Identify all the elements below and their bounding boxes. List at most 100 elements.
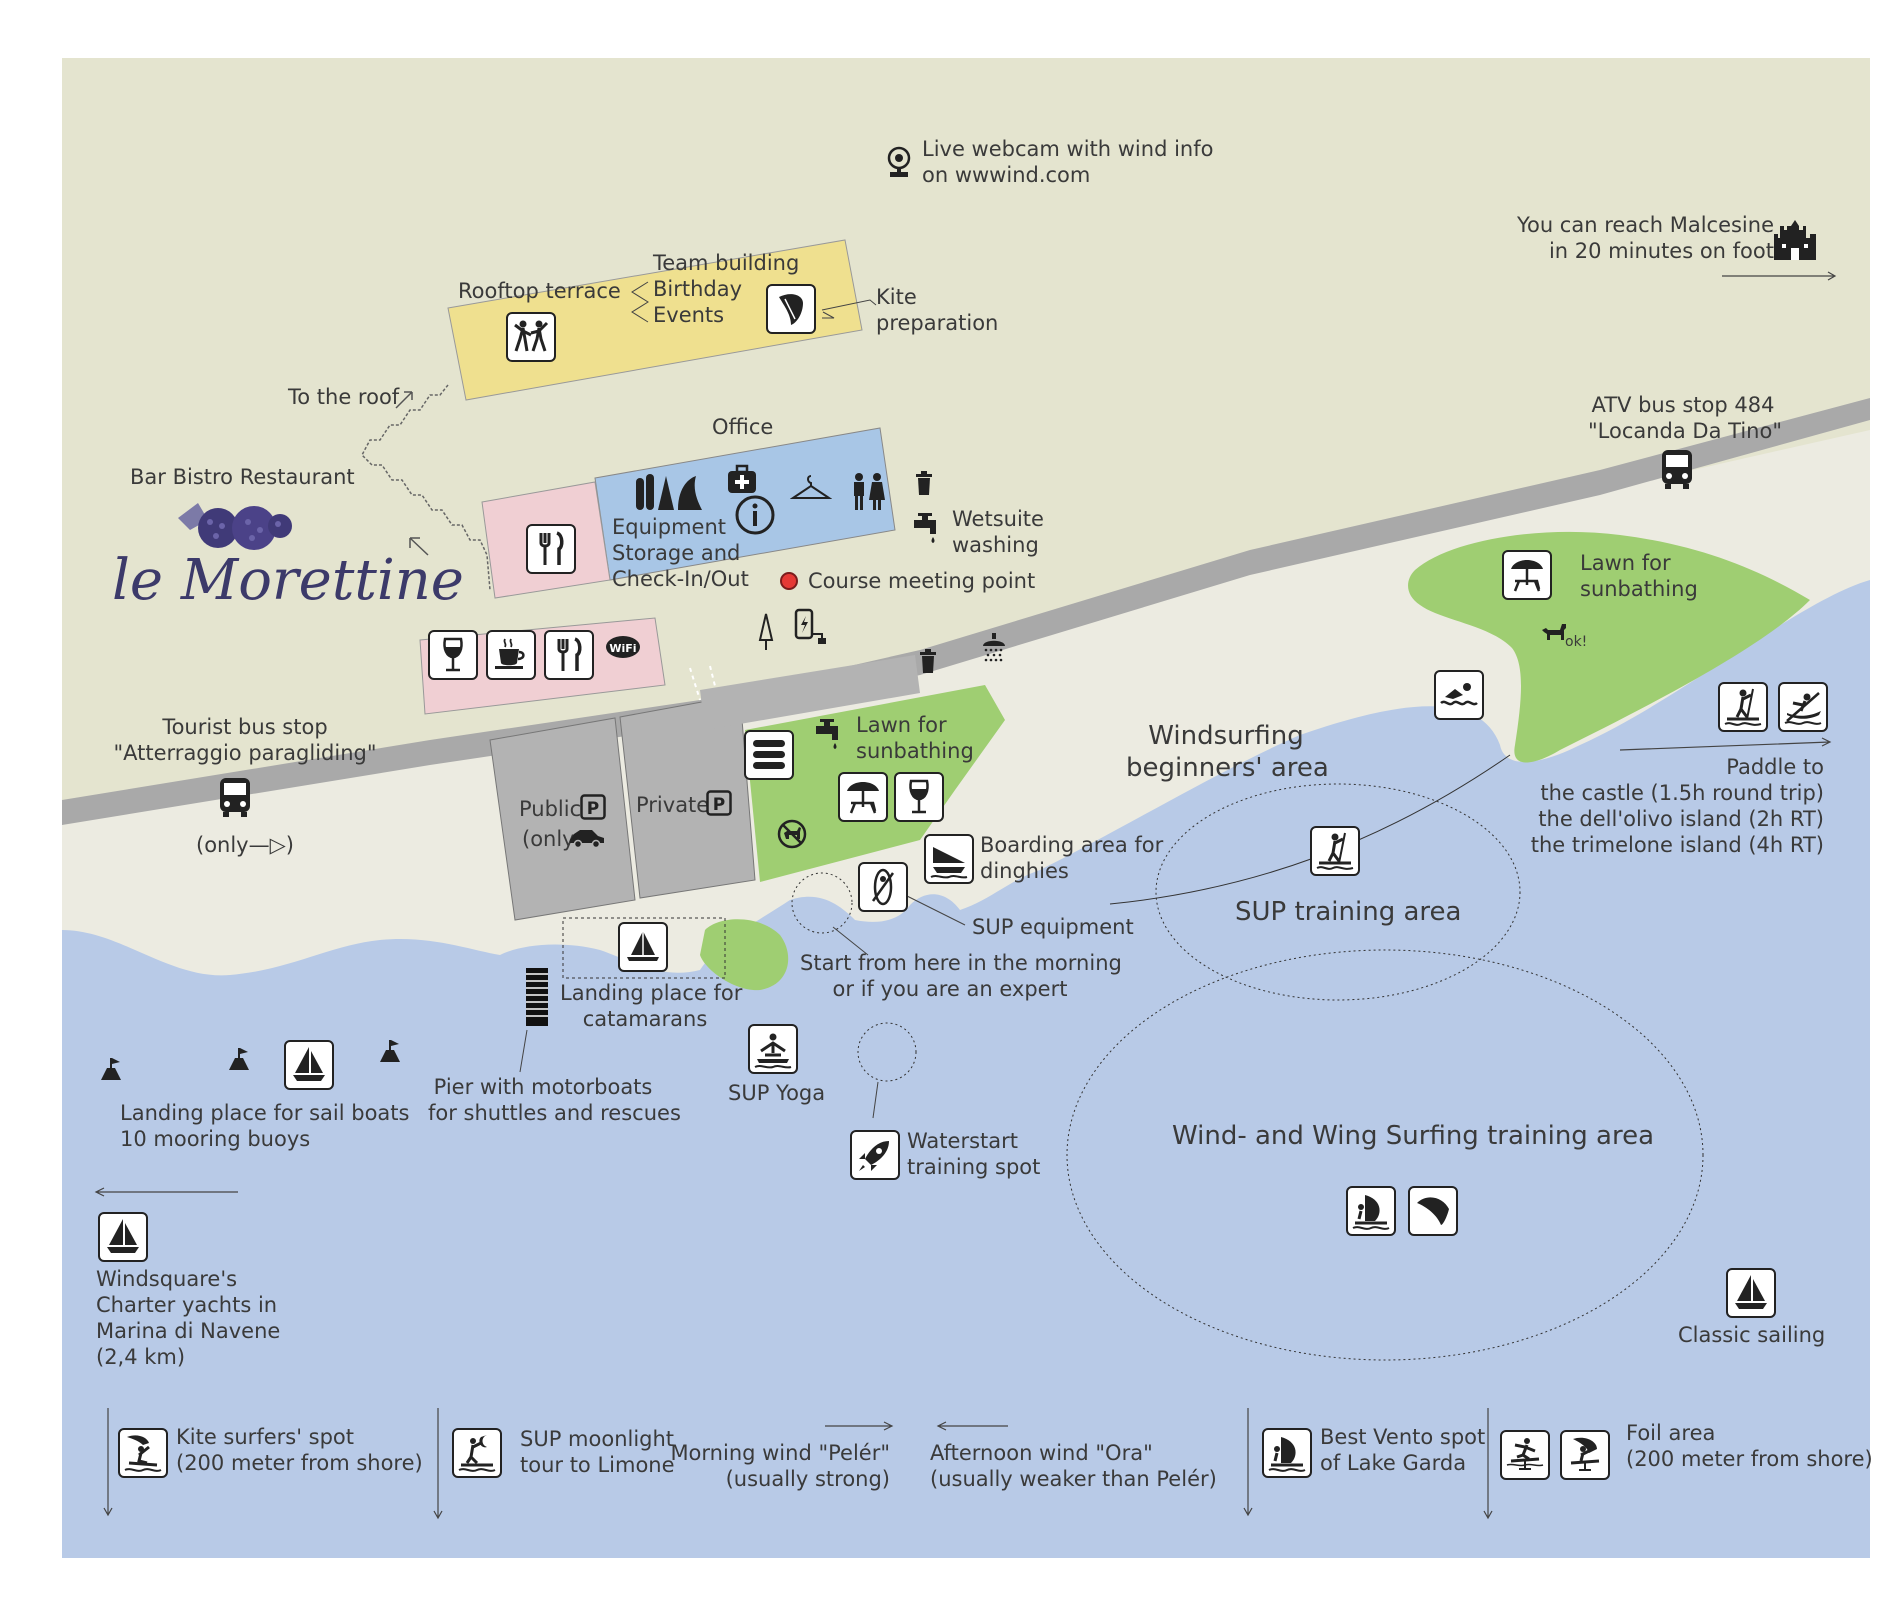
cutlery-icon bbox=[526, 524, 576, 574]
parking-icon: P bbox=[706, 790, 732, 816]
svg-text:P: P bbox=[713, 795, 725, 815]
sup-board-icon bbox=[858, 862, 908, 912]
sail-boats-label: Landing place for sail boats 10 mooring … bbox=[120, 1101, 410, 1151]
moonlight-sup-icon bbox=[452, 1428, 502, 1478]
kite-spot-label: Kite surfers' spot (200 meter from shore… bbox=[176, 1425, 423, 1475]
hanger-icon bbox=[790, 475, 832, 499]
pier-label: Pier with motorboats for shuttles and re… bbox=[428, 1075, 681, 1125]
wine-glass-icon bbox=[428, 630, 478, 680]
charger-icon bbox=[794, 608, 826, 644]
shower-icon bbox=[983, 633, 1005, 662]
sup-icon bbox=[1310, 826, 1360, 876]
malcesine-label: You can reach Malcesine in 20 minutes on… bbox=[1516, 213, 1774, 263]
sup-yoga-icon bbox=[748, 1024, 798, 1074]
public-parking-label: Public bbox=[519, 797, 582, 821]
windsurf-icon bbox=[1346, 1186, 1396, 1236]
webcam-label: Live webcam with wind info on wwwind.com bbox=[922, 137, 1214, 187]
sup-yoga-label: SUP Yoga bbox=[728, 1081, 826, 1105]
restaurant-logo: le Morettine bbox=[112, 548, 464, 613]
dinghy-icon bbox=[924, 834, 974, 884]
webcam-icon bbox=[887, 146, 911, 177]
waterstart-zone bbox=[857, 1022, 917, 1082]
blackberry-logo-icon bbox=[178, 503, 292, 550]
pier bbox=[526, 968, 548, 1026]
strip-near-road bbox=[700, 655, 920, 730]
parasol-icon bbox=[838, 772, 888, 822]
trash-icon bbox=[920, 649, 936, 673]
castle-icon bbox=[1774, 220, 1816, 260]
cutlery-icon bbox=[544, 630, 594, 680]
dancing-people-icon bbox=[506, 312, 556, 362]
leader-lines bbox=[519, 281, 966, 1119]
sup-training-zone bbox=[1155, 783, 1521, 1001]
parking-icon: P bbox=[580, 794, 606, 820]
toilets-icon bbox=[854, 473, 885, 510]
sup-moonlight-label: SUP moonlight tour to Limone bbox=[520, 1427, 675, 1477]
private-parking-label: Private bbox=[636, 793, 710, 817]
windsurf-icon bbox=[1262, 1428, 1312, 1478]
bus-icon bbox=[1662, 450, 1692, 489]
sup-training-label: SUP training area bbox=[1235, 897, 1462, 927]
windsurf-beginners-label: Windsurfing beginners' area bbox=[1126, 721, 1329, 783]
classic-sailing-label: Classic sailing bbox=[1678, 1323, 1826, 1347]
water-tap-icon bbox=[816, 719, 838, 749]
kite-prep-label: Kite preparation bbox=[876, 285, 999, 335]
kite-icon bbox=[766, 284, 816, 334]
stack-icon bbox=[744, 730, 794, 780]
parasol-icon bbox=[1502, 550, 1552, 600]
waterstart-label: Waterstart training spot bbox=[907, 1129, 1041, 1179]
swimming-icon bbox=[1434, 670, 1484, 720]
lake-water bbox=[62, 580, 1870, 1558]
first-aid-icon bbox=[720, 458, 764, 502]
dog-icon bbox=[1542, 624, 1566, 640]
lawn-mid-label: Lawn for sunbathing bbox=[856, 713, 974, 763]
foil-label: Foil area (200 meter from shore) bbox=[1626, 1421, 1873, 1471]
ok-label: ok! bbox=[1565, 634, 1588, 650]
stairs bbox=[361, 384, 491, 591]
morning-wind-label: Morning wind "Pelér" (usually strong) bbox=[670, 1441, 890, 1491]
windsquare-label: Windsquare's Charter yachts in Marina di… bbox=[96, 1267, 281, 1369]
roof-arrow bbox=[395, 391, 413, 409]
hydrofoil-icon bbox=[1500, 1430, 1550, 1480]
wetsuite-label: Wetsuite washing bbox=[952, 507, 1044, 557]
boards-icon bbox=[636, 474, 702, 510]
kitesurf-icon bbox=[118, 1428, 168, 1478]
direction-arrows bbox=[94, 271, 1837, 1520]
buoy-icon bbox=[101, 1040, 400, 1080]
car-icon bbox=[570, 830, 604, 848]
office-label: Office bbox=[712, 415, 774, 439]
bus-icon bbox=[220, 778, 250, 817]
svg-text:WiFi: WiFi bbox=[609, 642, 636, 655]
catamaran-zone bbox=[562, 917, 726, 979]
sailboat-icon bbox=[284, 1040, 334, 1090]
paddle-label: Paddle to the castle (1.5h round trip) t… bbox=[1530, 755, 1824, 857]
sup-equipment-label: SUP equipment bbox=[972, 915, 1134, 939]
equipment-label: Equipment Storage and Check-In/Out bbox=[612, 515, 749, 591]
rocket-icon bbox=[850, 1130, 900, 1180]
course-meeting-label: Course meeting point bbox=[808, 569, 1036, 593]
best-vento-label: Best Vento spot of Lake Garda bbox=[1320, 1425, 1486, 1475]
start-here-zone bbox=[791, 872, 853, 934]
catamaran-icon bbox=[618, 922, 668, 972]
sup-icon bbox=[1718, 682, 1768, 732]
lawn-small bbox=[700, 919, 789, 991]
public-parking bbox=[489, 717, 636, 921]
sailboat-icon bbox=[1726, 1268, 1776, 1318]
wind-wing-label: Wind- and Wing Surfing training area bbox=[1172, 1121, 1655, 1151]
team-building-label: Team building Birthday Events bbox=[653, 251, 800, 327]
no-dogs-icon bbox=[777, 819, 807, 849]
closed-umbrella-icon bbox=[758, 613, 774, 650]
wing-foil-icon bbox=[1560, 1430, 1610, 1480]
wine-glass-icon bbox=[894, 772, 944, 822]
tourist-bus-label: Tourist bus stop "Atterraggio paraglidin… bbox=[113, 715, 377, 765]
svg-text:P: P bbox=[587, 799, 599, 819]
boarding-label: Boarding area for dinghies bbox=[980, 833, 1164, 883]
info-icon bbox=[735, 495, 775, 535]
stairs-arrow bbox=[409, 537, 429, 556]
start-here-label: Start from here in the morning or if you… bbox=[800, 951, 1122, 1001]
wind-wing-zone bbox=[1066, 949, 1704, 1361]
atv-bus-label: ATV bus stop 484 "Locanda Da Tino" bbox=[1588, 393, 1782, 443]
course-meeting-point bbox=[780, 572, 798, 590]
to-roof-label: To the roof bbox=[288, 385, 400, 409]
